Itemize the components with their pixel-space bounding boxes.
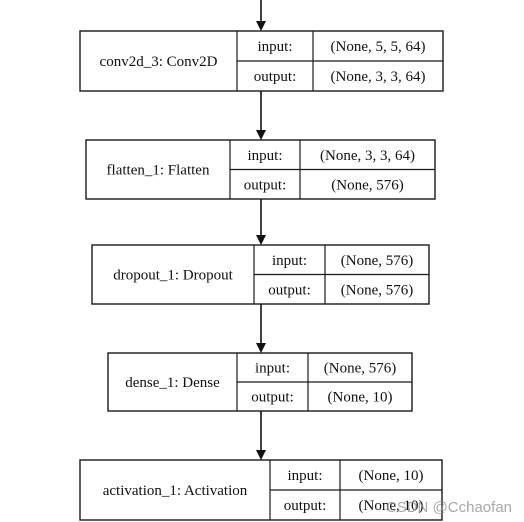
output-label: output:	[244, 177, 287, 193]
input-shape: (None, 576)	[324, 361, 396, 377]
layer-name: flatten_1: Flatten	[107, 163, 210, 179]
output-label: output:	[284, 498, 327, 514]
layer-node: flatten_1: Flatten input: output: (None, 3,…	[85, 139, 436, 200]
input-label: input:	[287, 468, 322, 484]
input-shape: (None, 576)	[341, 253, 413, 269]
input-label: input:	[257, 39, 292, 55]
input-shape: (None, 10)	[359, 468, 424, 484]
layer-name: dense_1: Dense	[125, 375, 220, 391]
output-label: output:	[268, 282, 311, 298]
edge-3-to-4-arrowhead	[256, 450, 266, 460]
edge-3-to-4	[256, 411, 266, 460]
output-shape: (None, 3, 3, 64)	[331, 69, 426, 85]
output-shape: (None, 10)	[359, 498, 424, 514]
layer-node: conv2d_3: Conv2D input: output: (None, 5, 5…	[79, 30, 444, 92]
edge-1-to-2	[256, 199, 266, 245]
watermark: CSDN @Cchaofan	[385, 499, 512, 516]
input-shape: (None, 5, 5, 64)	[331, 39, 426, 55]
output-shape: (None, 576)	[331, 177, 403, 193]
layer-name: conv2d_3: Conv2D	[100, 54, 218, 70]
edge-incoming	[256, 0, 266, 31]
output-label: output:	[254, 69, 297, 85]
edge-0-to-1-arrowhead	[256, 130, 266, 140]
input-shape: (None, 3, 3, 64)	[320, 148, 415, 164]
layer-node: dense_1: Dense input: output: (None, 576) (N…	[107, 352, 413, 412]
input-label: input:	[255, 361, 290, 377]
edge-1-to-2-arrowhead	[256, 235, 266, 245]
edge-incoming-arrowhead	[256, 21, 266, 31]
layer-node: activation_1: Activation input: output: (No…	[79, 459, 443, 521]
input-label: input:	[247, 148, 282, 164]
layer-name: dropout_1: Dropout	[113, 268, 233, 284]
edge-0-to-1	[256, 91, 266, 140]
layer-name: activation_1: Activation	[103, 483, 248, 499]
edge-2-to-3-arrowhead	[256, 343, 266, 353]
edge-2-to-3	[256, 304, 266, 353]
output-label: output:	[251, 390, 294, 406]
input-label: input:	[272, 253, 307, 269]
output-shape: (None, 576)	[341, 282, 413, 298]
layer-node: dropout_1: Dropout input: output: (None, 57…	[91, 244, 430, 305]
output-shape: (None, 10)	[328, 390, 393, 406]
